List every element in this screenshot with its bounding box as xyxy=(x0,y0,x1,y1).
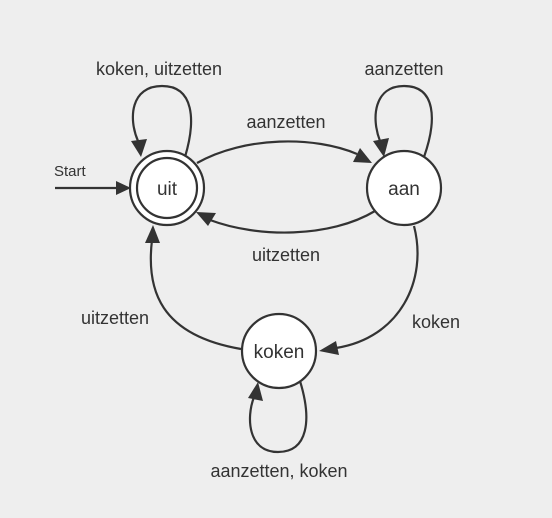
transition-uit-self xyxy=(131,84,193,158)
state-uit-label: uit xyxy=(157,179,178,200)
transition-koken-to-uit-label: uitzetten xyxy=(81,308,149,328)
state-koken-label: koken xyxy=(254,342,305,363)
transition-uit-to-aan-label: aanzetten xyxy=(246,112,325,132)
transition-aan-to-koken-label: koken xyxy=(412,312,460,332)
start-arrow xyxy=(55,181,131,195)
transition-uit-self-label: koken, uitzetten xyxy=(96,59,222,79)
transition-koken-to-uit xyxy=(145,225,242,351)
transition-koken-self-label: aanzetten, koken xyxy=(210,461,347,481)
state-uit: uit xyxy=(128,149,206,227)
state-koken: koken xyxy=(240,312,318,390)
transition-aan-self xyxy=(373,84,433,158)
transition-uit-to-aan xyxy=(196,140,372,164)
transition-aan-self-label: aanzetten xyxy=(364,59,443,79)
state-aan-label: aan xyxy=(388,179,420,200)
transition-aan-to-uit xyxy=(196,210,376,234)
transition-aan-to-koken xyxy=(319,225,419,355)
transition-aan-to-uit-label: uitzetten xyxy=(252,245,320,265)
start-label: Start xyxy=(54,163,87,180)
transition-koken-self xyxy=(248,380,308,454)
state-aan: aan xyxy=(365,149,443,227)
